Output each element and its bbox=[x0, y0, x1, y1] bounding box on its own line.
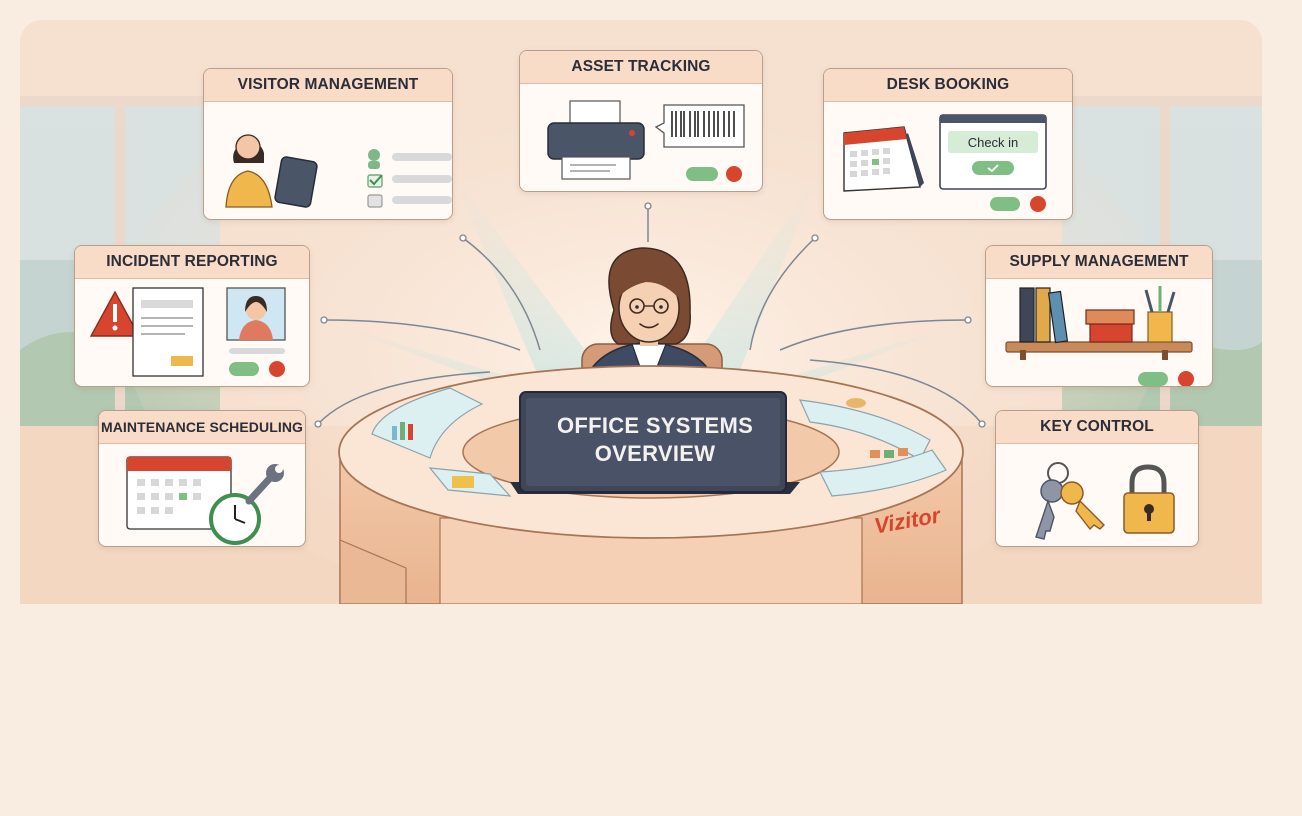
card-key-control[interactable]: KEY CONTROL bbox=[995, 410, 1199, 547]
next-button[interactable] bbox=[726, 166, 742, 182]
maintenance-illustration bbox=[126, 456, 284, 545]
incident-illustration bbox=[89, 287, 286, 377]
card-title: SUPPLY MANAGEMENT bbox=[986, 246, 1212, 279]
central-monitor bbox=[510, 391, 800, 494]
clock-icon bbox=[209, 493, 261, 545]
card-title: ASSET TRACKING bbox=[520, 51, 762, 84]
next-button[interactable] bbox=[1178, 371, 1194, 386]
connector-dots bbox=[314, 202, 986, 428]
reporter-avatar-icon bbox=[226, 287, 286, 354]
calendar-icon bbox=[126, 456, 232, 530]
hub-title-line-1: OFFICE SYSTEMS bbox=[556, 413, 754, 438]
card-desk-booking[interactable]: DESK BOOKING bbox=[823, 68, 1073, 220]
supply-illustration bbox=[1005, 286, 1194, 386]
check-in-label[interactable]: Check in bbox=[967, 135, 1019, 150]
next-button[interactable] bbox=[269, 361, 285, 377]
wrench-icon bbox=[245, 464, 284, 505]
confirm-button[interactable] bbox=[990, 197, 1020, 211]
desk-booking-illustration bbox=[843, 114, 1047, 212]
card-visitor-management[interactable]: VISITOR MANAGEMENT bbox=[203, 68, 453, 220]
hub-title-line-2: OVERVIEW bbox=[594, 441, 716, 466]
asset-illustration bbox=[547, 100, 745, 182]
card-asset-tracking[interactable]: ASSET TRACKING bbox=[519, 50, 763, 192]
printer-icon bbox=[547, 100, 645, 180]
illustration-scene: OFFICE SYSTEMS OVERVIEW Vizitor VISITOR … bbox=[20, 20, 1262, 604]
card-title: KEY CONTROL bbox=[996, 411, 1198, 444]
confirm-button[interactable] bbox=[1138, 372, 1168, 386]
check-in-confirm[interactable] bbox=[972, 161, 1014, 175]
warning-icon bbox=[89, 290, 141, 337]
card-supply-management[interactable]: SUPPLY MANAGEMENT bbox=[985, 245, 1213, 387]
card-title: MAINTENANCE SCHEDULING bbox=[99, 411, 305, 444]
shelf-icon bbox=[1005, 341, 1193, 360]
barcode-icon bbox=[654, 104, 745, 148]
connector-lines bbox=[317, 206, 983, 425]
key-control-illustration bbox=[1035, 462, 1175, 540]
report-document-icon bbox=[132, 287, 204, 377]
keys-icon bbox=[1035, 462, 1105, 540]
card-title: VISITOR MANAGEMENT bbox=[204, 69, 452, 102]
visitor-illustration bbox=[225, 134, 452, 208]
card-maintenance-scheduling[interactable]: MAINTENANCE SCHEDULING bbox=[98, 410, 306, 547]
card-title: INCIDENT REPORTING bbox=[75, 246, 309, 279]
binders-icon bbox=[1019, 287, 1069, 344]
padlock-icon bbox=[1123, 464, 1175, 534]
boxes-icon bbox=[1085, 309, 1135, 343]
next-button[interactable] bbox=[1030, 196, 1046, 212]
checklist-icon bbox=[367, 149, 452, 208]
pencil-cup-icon bbox=[1144, 286, 1176, 343]
confirm-button[interactable] bbox=[686, 167, 718, 181]
calendar-icon bbox=[843, 126, 924, 192]
confirm-button[interactable] bbox=[229, 362, 259, 376]
visitor-person-icon bbox=[225, 134, 318, 208]
hub-title: OFFICE SYSTEMS OVERVIEW bbox=[522, 412, 788, 468]
card-title: DESK BOOKING bbox=[824, 69, 1072, 102]
check-in-panel bbox=[948, 131, 1038, 153]
card-incident-reporting[interactable]: INCIDENT REPORTING bbox=[74, 245, 310, 387]
